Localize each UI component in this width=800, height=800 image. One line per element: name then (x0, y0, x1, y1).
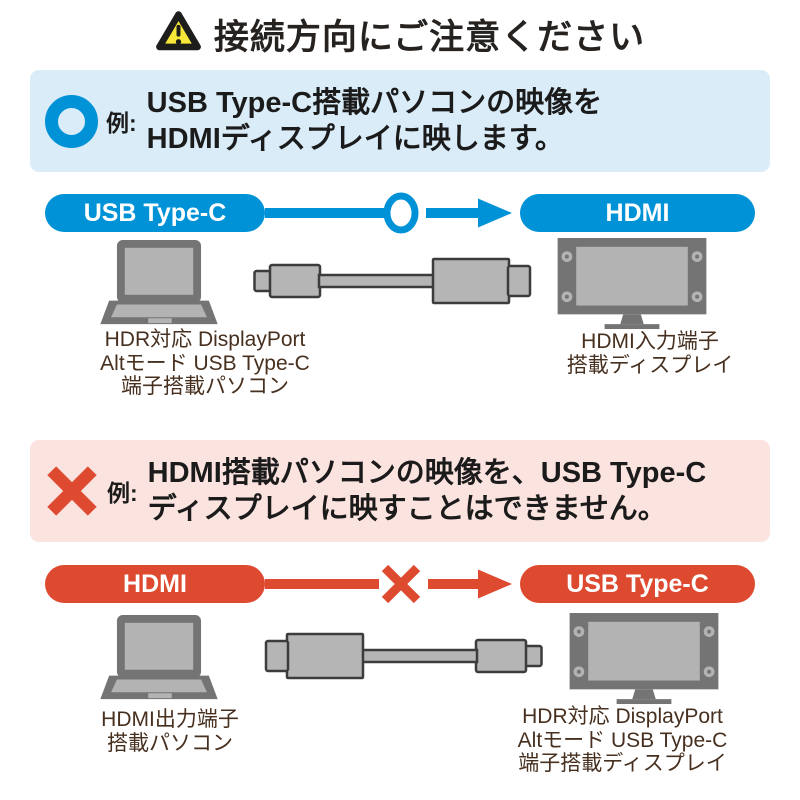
ng-target-pill: USB Type-C (520, 565, 755, 603)
ok-source-pill: USB Type-C (45, 194, 265, 232)
ng-description-line1: HDMI搭載パソコンの映像を、USB Type-C (147, 457, 707, 489)
ok-example-label: 例: (106, 110, 137, 136)
ng-source-pill: HDMI (45, 565, 265, 603)
monitor-icon (556, 238, 708, 335)
ok-source-caption: HDR対応 DisplayPort Altモード USB Type-C 端子搭載… (15, 328, 395, 399)
caption-line: 端子搭載パソコン (121, 375, 289, 398)
header: 接続方向にご注意ください (0, 8, 800, 60)
page-title: 接続方向にご注意ください (213, 17, 646, 57)
ng-flow-row: HDMI USB Type-C (45, 563, 755, 605)
ok-example-box: 例: USB Type-C搭載パソコンの映像を HDMIディスプレイに映します。 (30, 70, 770, 172)
caption-line: HDR対応 DisplayPort (522, 705, 723, 728)
ng-description-line2: ディスプレイに映すことはできません。 (147, 493, 667, 525)
caption-line: HDMI入力端子 (581, 330, 719, 353)
ok-target-pill: HDMI (520, 194, 755, 232)
laptop-icon (100, 615, 218, 708)
warning-triangle-icon (155, 10, 202, 58)
caption-line: Altモード USB Type-C (517, 728, 728, 752)
ng-example-label: 例: (107, 480, 138, 506)
ng-description: HDMI搭載パソコンの映像を、USB Type-C ディスプレイに映すことはでき… (148, 455, 707, 527)
cross-ng-icon (45, 464, 99, 518)
ok-target-caption: HDMI入力端子 搭載ディスプレイ (510, 330, 790, 377)
caption-line: 搭載ディスプレイ (566, 353, 734, 377)
caption-line: HDMI出力端子 (101, 708, 239, 731)
ng-arrow-connector (265, 561, 520, 607)
ng-target-caption: HDR対応 DisplayPort Altモード USB Type-C 端子搭載… (450, 705, 795, 776)
laptop-icon (100, 240, 218, 333)
ok-description: USB Type-C搭載パソコンの映像を HDMIディスプレイに映します。 (147, 85, 602, 157)
ok-arrow-connector (265, 190, 520, 236)
usbc-hdmi-cable-icon (252, 252, 544, 315)
ok-description-line2: HDMIディスプレイに映します。 (146, 123, 564, 155)
ng-source-caption: HDMI出力端子 搭載パソコン (25, 708, 315, 755)
hdmi-usbc-cable-icon (252, 627, 544, 690)
ng-example-box: 例: HDMI搭載パソコンの映像を、USB Type-C ディスプレイに映すこと… (30, 440, 770, 542)
ok-description-line1: USB Type-C搭載パソコンの映像を (146, 87, 603, 119)
caption-line: 搭載パソコン (107, 731, 233, 755)
caption-line: 端子搭載ディスプレイ (518, 752, 727, 775)
caption-line: HDR対応 DisplayPort (104, 328, 306, 351)
caption-line: Altモード USB Type-C (100, 351, 310, 375)
monitor-icon (568, 613, 720, 710)
ok-flow-row: USB Type-C HDMI (45, 192, 755, 234)
circle-ok-icon (45, 94, 98, 148)
